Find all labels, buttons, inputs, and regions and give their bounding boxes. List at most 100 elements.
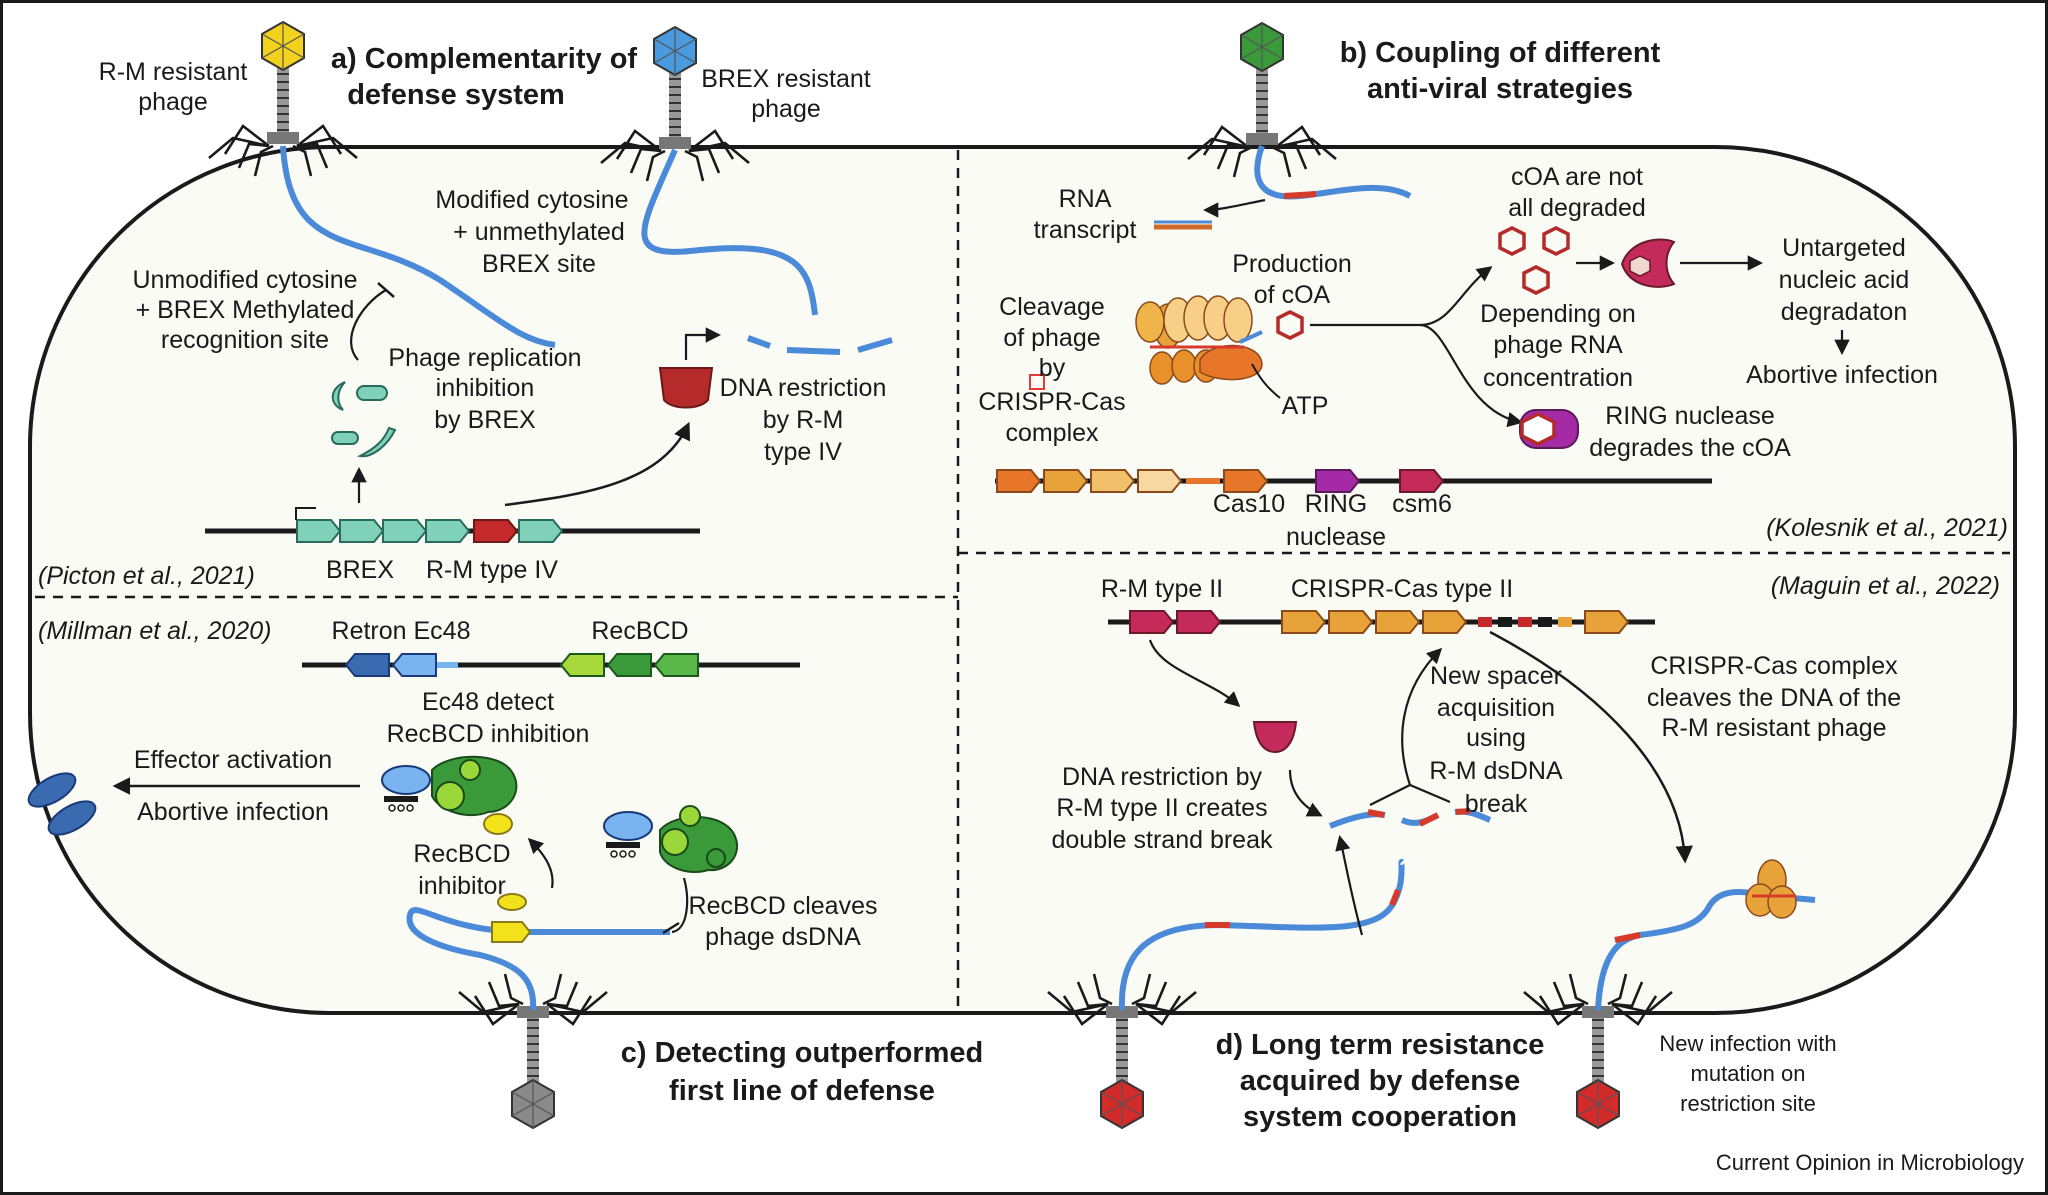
svg-text:BREX resistant: BREX resistant bbox=[701, 65, 871, 93]
citation-maguin: (Maguin et al., 2022) bbox=[1771, 572, 2000, 600]
crispr-cas-complex-d bbox=[1745, 859, 1797, 919]
label-ring-gene: RING nuclease bbox=[1286, 490, 1386, 551]
svg-text:all degraded: all degraded bbox=[1508, 194, 1646, 222]
label-rm-type-iv-gene: R-M type IV bbox=[426, 556, 558, 584]
footer-journal: Current Opinion in Microbiology bbox=[1716, 1150, 2024, 1175]
ring-gene bbox=[1315, 469, 1361, 493]
svg-text:first line of defense: first line of defense bbox=[669, 1075, 935, 1107]
label-phage-replication: Phage replication inhibition by BREX bbox=[388, 344, 581, 434]
inhibition-recbcd-bar bbox=[662, 921, 680, 935]
cas-genes bbox=[996, 469, 1269, 493]
label-atp: ATP bbox=[1282, 392, 1329, 420]
panel-c-title: c) Detecting outperformed first line of … bbox=[621, 1037, 984, 1107]
rm-type-ii-enzyme bbox=[1252, 721, 1298, 754]
svg-text:Unmodified cytosine: Unmodified cytosine bbox=[132, 266, 357, 294]
csm6-enzyme bbox=[1620, 238, 1676, 288]
promoter-a bbox=[295, 507, 316, 520]
rm-type-ii-genes bbox=[1129, 610, 1222, 634]
svg-text:Phage replication: Phage replication bbox=[388, 344, 581, 372]
svg-text:anti-viral strategies: anti-viral strategies bbox=[1367, 73, 1633, 105]
panel-b-title: b) Coupling of different anti-viral stra… bbox=[1340, 37, 1661, 105]
arrow-rm-to-enzyme bbox=[1148, 639, 1241, 708]
retron-genes bbox=[344, 653, 437, 677]
phage-gray bbox=[457, 972, 609, 1130]
svg-text:using: using bbox=[1466, 724, 1526, 752]
label-recbcd-genes: RecBCD bbox=[591, 617, 688, 645]
phage-red-1 bbox=[1046, 972, 1198, 1130]
svg-text:mutation on: mutation on bbox=[1691, 1061, 1806, 1086]
svg-text:nuclease: nuclease bbox=[1286, 523, 1386, 551]
svg-text:R-M type II creates: R-M type II creates bbox=[1056, 794, 1267, 822]
svg-text:by BREX: by BREX bbox=[434, 406, 536, 434]
svg-text:restriction site: restriction site bbox=[1680, 1091, 1816, 1116]
dna-red-phage-1-marks bbox=[1205, 888, 1401, 928]
svg-text:Cleavage: Cleavage bbox=[999, 293, 1105, 321]
label-abortive-c: Abortive infection bbox=[137, 798, 329, 826]
svg-text:Modified cytosine: Modified cytosine bbox=[435, 186, 628, 214]
label-recbcd-cleaves: RecBCD cleaves phage dsDNA bbox=[689, 892, 878, 951]
label-crispr-type-ii: CRISPR-Cas type II bbox=[1291, 575, 1513, 603]
svg-text:RNA: RNA bbox=[1059, 185, 1112, 213]
label-csm6-gene: csm6 bbox=[1392, 490, 1452, 518]
dna-green-red-segment bbox=[1283, 191, 1317, 199]
label-rm-resistant-phage: R-M resistant phage bbox=[99, 58, 248, 116]
label-crispr-cleaves: CRISPR-Cas complex cleaves the DNA of th… bbox=[1647, 652, 1901, 742]
svg-text:RecBCD cleaves: RecBCD cleaves bbox=[689, 892, 878, 920]
atp-pointer bbox=[1251, 363, 1281, 399]
brex-proteins bbox=[331, 381, 397, 458]
svg-text:CRISPR-Cas: CRISPR-Cas bbox=[978, 388, 1125, 416]
inhibition-recbcd bbox=[671, 877, 689, 934]
label-abortive-b: Abortive infection bbox=[1746, 361, 1938, 389]
svg-text:type IV: type IV bbox=[764, 438, 842, 466]
label-depending-rna: Depending on phage RNA concentration bbox=[1480, 300, 1636, 392]
coa-hexagons bbox=[1498, 226, 1570, 295]
cleavage-mark bbox=[1029, 374, 1045, 390]
recbcd-genes bbox=[559, 653, 699, 677]
panel-d-title: d) Long term resistance acquired by defe… bbox=[1216, 1029, 1545, 1133]
label-ring-degrades: RING nuclease degrades the cOA bbox=[1589, 402, 1791, 462]
recbcd-complex-1 bbox=[381, 755, 518, 835]
svg-text:RING nuclease: RING nuclease bbox=[1605, 402, 1775, 430]
label-retron-ec48: Retron Ec48 bbox=[332, 617, 471, 645]
svg-text:phage RNA: phage RNA bbox=[1493, 331, 1623, 359]
svg-text:of phage: of phage bbox=[1003, 324, 1100, 352]
svg-text:phage: phage bbox=[138, 88, 208, 116]
label-effector-activation: Effector activation bbox=[134, 746, 332, 774]
svg-text:phage dsDNA: phage dsDNA bbox=[705, 923, 861, 951]
svg-text:Production: Production bbox=[1232, 250, 1352, 278]
arrow-crispr-cleaves bbox=[1489, 630, 1693, 864]
label-ec48-detect: Ec48 detect RecBCD inhibition bbox=[387, 688, 590, 748]
svg-text:a) Complementarity of: a) Complementarity of bbox=[331, 43, 637, 75]
label-coa-not-degraded: cOA are not all degraded bbox=[1508, 163, 1646, 222]
svg-text:cOA are not: cOA are not bbox=[1511, 163, 1643, 191]
label-dna-restriction-ii: DNA restriction by R-M type II creates d… bbox=[1052, 763, 1273, 854]
svg-text:inhibition: inhibition bbox=[436, 374, 535, 402]
svg-text:R-M resistant: R-M resistant bbox=[99, 58, 248, 86]
phage-brex-resistant bbox=[599, 25, 751, 183]
svg-text:break: break bbox=[1465, 790, 1528, 818]
dna-red-phage-2-mark bbox=[1614, 932, 1641, 943]
label-new-spacer: New spacer acquisition using R-M dsDNA b… bbox=[1429, 662, 1563, 818]
svg-text:by R-M: by R-M bbox=[763, 406, 844, 434]
arrow-enzyme-to-dna bbox=[1288, 769, 1323, 817]
label-brex-resistant-phage: BREX resistant phage bbox=[701, 65, 871, 123]
citation-kolesnik: (Kolesnik et al., 2021) bbox=[1766, 514, 2008, 542]
svg-text:degradaton: degradaton bbox=[1781, 298, 1908, 326]
svg-text:DNA restriction by: DNA restriction by bbox=[1062, 763, 1263, 791]
svg-text:Ec48 detect: Ec48 detect bbox=[422, 688, 554, 716]
svg-text:RING: RING bbox=[1305, 490, 1368, 518]
dna-restricted-fragments bbox=[746, 335, 893, 355]
phage-red-2 bbox=[1522, 972, 1674, 1130]
svg-text:nucleic acid: nucleic acid bbox=[1779, 266, 1910, 294]
phage-green bbox=[1186, 21, 1338, 179]
dna-brex-resistant bbox=[641, 148, 818, 316]
svg-text:BREX site: BREX site bbox=[482, 250, 596, 278]
label-dna-restriction-iv: DNA restriction by R-M type IV bbox=[720, 374, 887, 466]
phage-rm-resistant bbox=[207, 20, 359, 178]
recbcd-inhibitor-protein bbox=[497, 893, 527, 911]
svg-text:inhibitor: inhibitor bbox=[418, 872, 506, 900]
promoter-rm bbox=[684, 327, 722, 360]
label-modified-cytosine: Modified cytosine + unmethylated BREX si… bbox=[435, 186, 628, 278]
dna-break-red bbox=[1367, 808, 1471, 827]
